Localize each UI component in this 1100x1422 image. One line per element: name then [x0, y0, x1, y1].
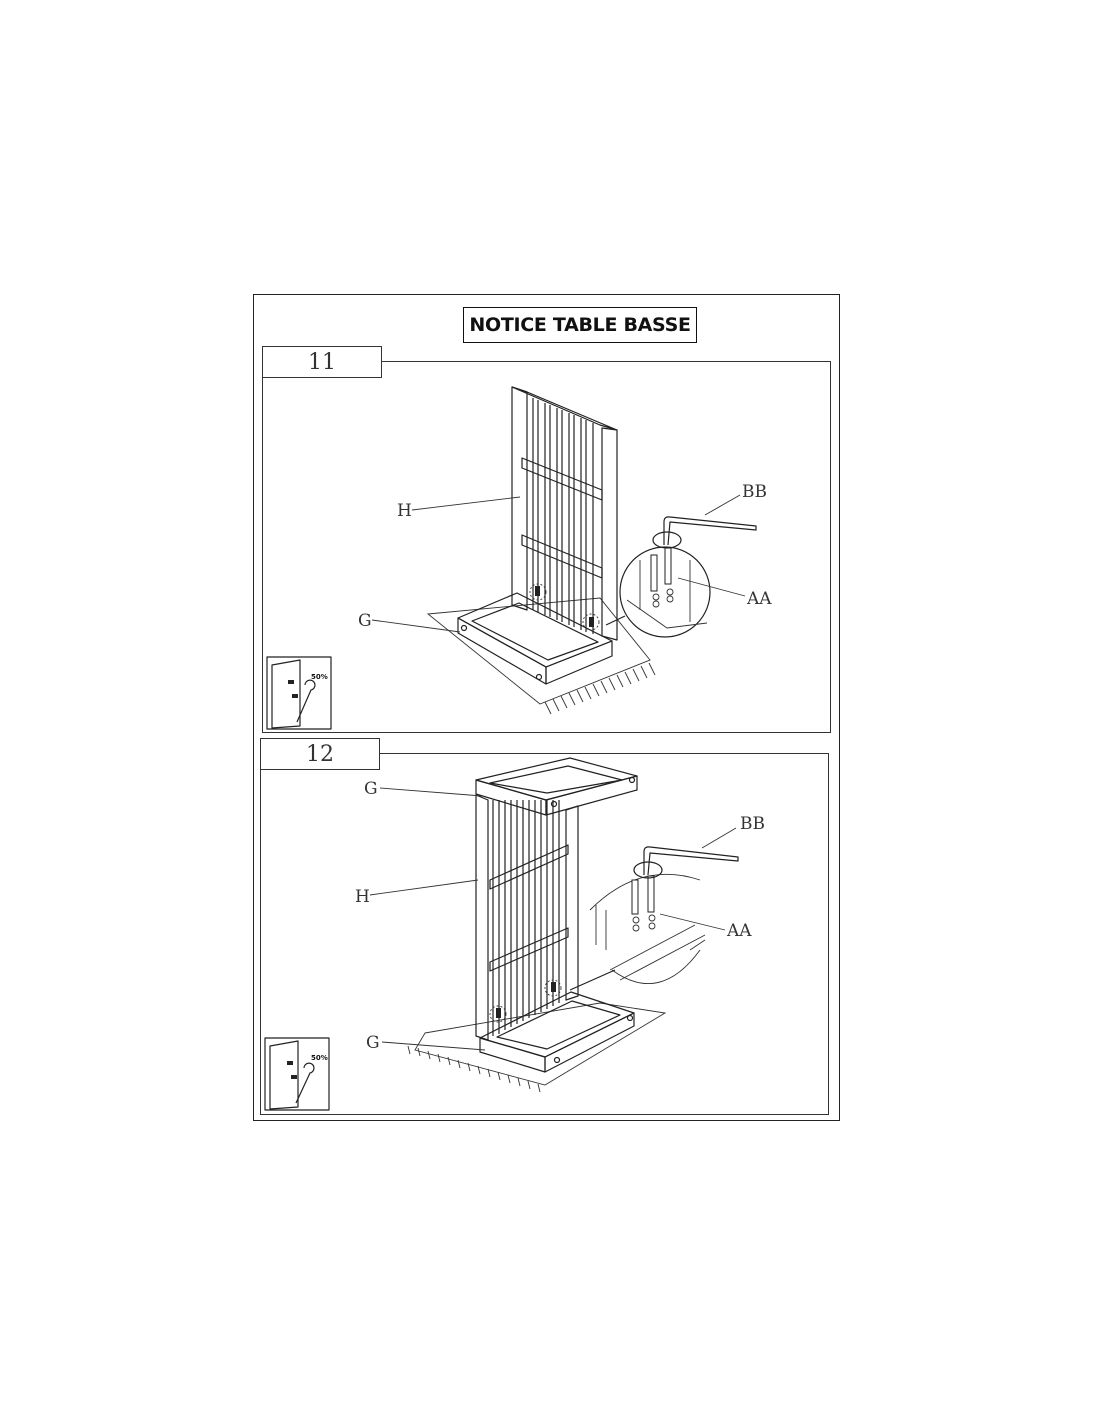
leader-bb-12 [701, 827, 737, 849]
label-h-12: H [355, 887, 370, 907]
label-h: H [397, 501, 412, 521]
detail-zoom-12 [569, 861, 706, 991]
step-12-tab: 12 [260, 738, 380, 770]
step-12-drawing: G BB H AA G 50% [264, 757, 765, 1111]
leader-aa [677, 577, 746, 597]
hint-percent-12: 50% [311, 1054, 328, 1062]
hint-percent-11: 50% [311, 673, 328, 681]
instruction-page [253, 294, 840, 1121]
leader-h-12 [369, 879, 479, 896]
label-aa-12: AA [726, 921, 752, 941]
floor-hatch-12 [407, 1045, 541, 1093]
floor-mat [426, 597, 651, 705]
frame-g-top-12 [475, 757, 638, 816]
detail-zoom-11 [605, 531, 711, 638]
leader-h [411, 496, 521, 511]
page-title: NOTICE TABLE BASSE [469, 314, 691, 336]
title-box: NOTICE TABLE BASSE [463, 307, 697, 343]
step-11-number: 11 [308, 349, 336, 375]
label-bb: BB [742, 482, 767, 502]
floor-hatch [544, 662, 656, 715]
leader-bb [704, 494, 741, 516]
step-12-number: 12 [306, 741, 334, 767]
frame-g-bottom-12 [479, 991, 635, 1073]
step-12-panel [260, 753, 829, 1115]
floor-mat-12 [414, 1002, 667, 1086]
step-11-panel [262, 361, 831, 733]
hex-key-bb [663, 516, 757, 546]
label-g: G [358, 611, 372, 631]
panel-h [511, 386, 618, 641]
leader-g-bottom [381, 1041, 486, 1051]
tighten-hint-11: 50% [266, 656, 332, 730]
label-aa: AA [746, 589, 772, 609]
label-g-bottom: G [366, 1033, 380, 1053]
panel-h-12 [475, 794, 579, 1041]
label-bb-12: BB [740, 814, 765, 834]
frame-g-bottom [457, 592, 613, 685]
label-g-top: G [364, 779, 378, 799]
step-11-drawing: BB H AA G 50% [266, 386, 772, 730]
leader-aa-12 [659, 913, 726, 931]
hex-key-bb-12 [643, 846, 739, 876]
leader-g [371, 619, 461, 633]
leader-g-top [379, 787, 483, 797]
tighten-hint-12: 50% [264, 1037, 330, 1111]
step-11-tab: 11 [262, 346, 382, 378]
